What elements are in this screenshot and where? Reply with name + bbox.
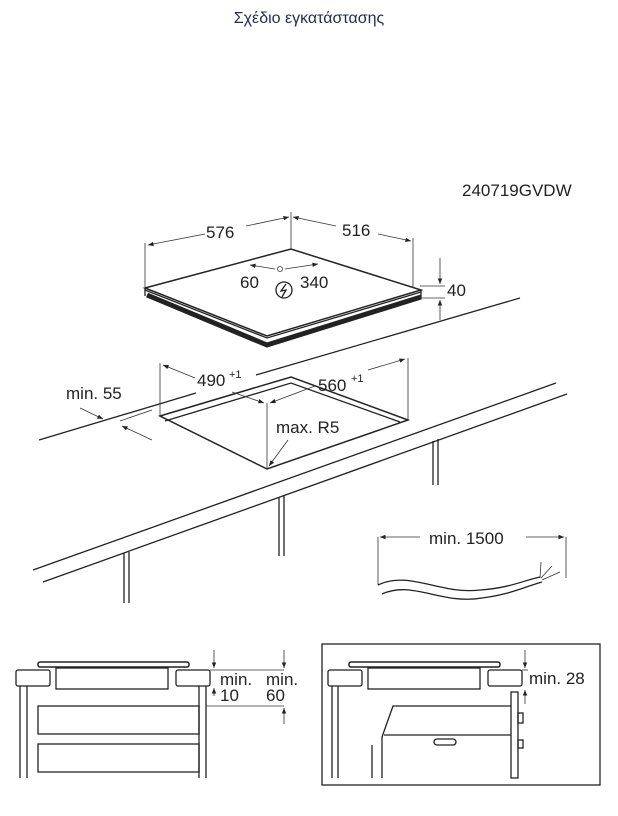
drawer-min-label-2: min. (266, 670, 298, 689)
cable-length-label: min. 1500 (429, 529, 504, 548)
drawer-min-label-1: min. (220, 670, 252, 689)
hob-height-label: 40 (447, 281, 466, 300)
drawer-min-value-1: 10 (220, 686, 239, 705)
cutout (79, 358, 411, 470)
hob-isometric (142, 248, 424, 348)
hob-dimension-lines (144, 212, 445, 320)
cutout-depth-label: 560 (318, 376, 346, 395)
hob-offset-left-label: 60 (240, 273, 259, 292)
cutout-width-tolerance: +1 (229, 369, 242, 381)
hob-width-label: 576 (206, 223, 234, 242)
radius-label: max. R5 (276, 418, 339, 437)
hob-depth-label: 516 (342, 221, 370, 240)
hob-offset-right-label: 340 (300, 273, 328, 292)
cable (377, 534, 567, 600)
page-title: Σχέδιο εγκατάστασης (233, 10, 385, 27)
worktop (32, 297, 568, 603)
model-code: 240719GVDW (462, 181, 572, 200)
cutout-width-label: 490 (197, 371, 225, 390)
min-edge-label: min. 55 (66, 384, 122, 403)
drawer-min-value-2: 60 (266, 686, 285, 705)
cutout-depth-tolerance: +1 (351, 373, 364, 385)
section-drawer-cabinet (15, 650, 287, 778)
section-oven-cabinet (321, 643, 601, 786)
lightning-circle-icon (275, 281, 293, 299)
oven-min-label: min. 28 (529, 669, 585, 688)
